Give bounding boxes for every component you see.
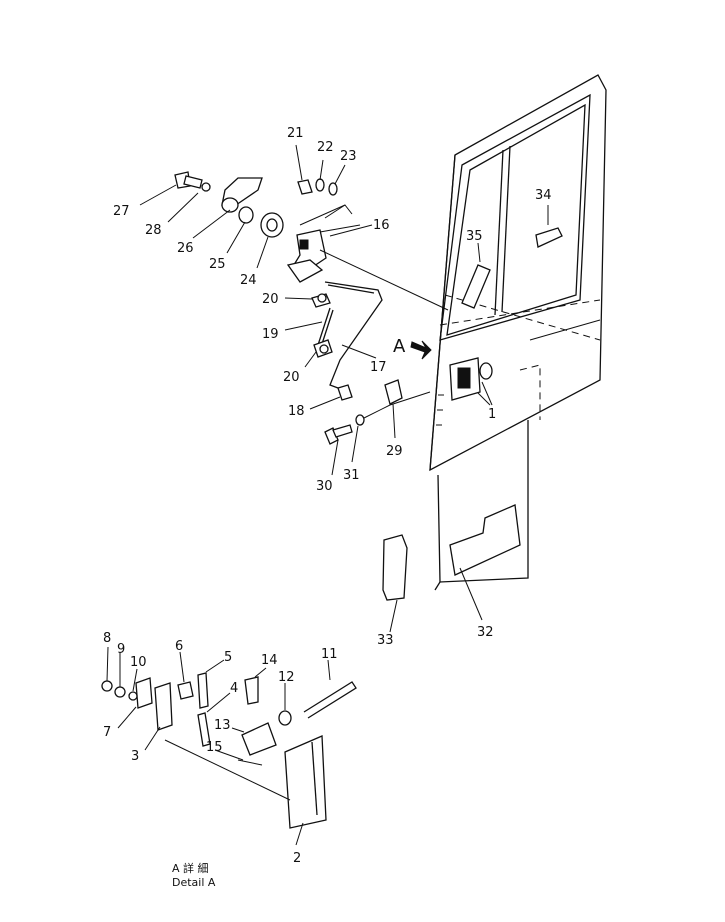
callout-5: 5: [224, 650, 232, 665]
lock-assembly-16: [286, 204, 449, 311]
callout-16: 16: [373, 218, 390, 233]
callout-23: 23: [340, 149, 357, 164]
callout-27: 27: [113, 204, 130, 219]
callout-2: 2: [293, 851, 301, 866]
leader-lines: [106, 144, 493, 846]
callout-28: 28: [145, 223, 162, 238]
decal-34: [535, 227, 563, 248]
callout-14: 14: [261, 653, 278, 668]
callout-22: 22: [317, 140, 334, 155]
detail-caption: A 詳 細 Detail A: [172, 862, 215, 890]
door-panel: [429, 74, 607, 472]
fittings: [311, 293, 353, 401]
view-a-arrow: A: [393, 336, 432, 360]
callout-10: 10: [130, 655, 147, 670]
callout-17: 17: [370, 360, 387, 375]
callout-33: 33: [377, 633, 394, 648]
door-lock-1: [449, 357, 493, 406]
washer-31: [355, 414, 365, 426]
callout-30: 30: [316, 479, 333, 494]
callout-32: 32: [477, 625, 494, 640]
callout-3: 3: [131, 749, 139, 764]
callout-26: 26: [177, 241, 194, 256]
callout-31: 31: [343, 468, 360, 483]
callout-20b: 20: [283, 370, 300, 385]
callout-18: 18: [288, 404, 305, 419]
callout-15: 15: [206, 740, 223, 755]
callout-24: 24: [240, 273, 257, 288]
callout-9: 9: [117, 642, 125, 657]
callout-8: 8: [103, 631, 111, 646]
striker-29: [384, 379, 403, 405]
caption-english: Detail A: [172, 876, 216, 889]
callout-20a: 20: [262, 292, 279, 307]
callout-11: 11: [321, 647, 338, 662]
callout-labels: 1 2 3 4 5 6 7 8 9 10 11 12 13 14 15 16 1…: [103, 126, 552, 866]
callout-4: 4: [230, 681, 238, 696]
view-marker-label: A: [393, 336, 406, 357]
rod-17: [324, 281, 383, 389]
decal-35: [461, 264, 491, 309]
callout-12: 12: [278, 670, 295, 685]
callout-34: 34: [535, 188, 552, 203]
callout-21: 21: [287, 126, 304, 141]
detail-a: [101, 672, 357, 829]
callout-6: 6: [175, 639, 183, 654]
upper-small-parts: [174, 171, 338, 238]
caption-japanese: A 詳 細: [172, 862, 209, 875]
callout-7: 7: [103, 725, 111, 740]
callout-35: 35: [466, 229, 483, 244]
callout-1: 1: [488, 407, 496, 422]
callout-25: 25: [209, 257, 226, 272]
door-lower-panel: [382, 420, 529, 601]
callout-19: 19: [262, 327, 279, 342]
callout-29: 29: [386, 444, 403, 459]
callout-13: 13: [214, 718, 231, 733]
bolt-30: [324, 424, 353, 445]
